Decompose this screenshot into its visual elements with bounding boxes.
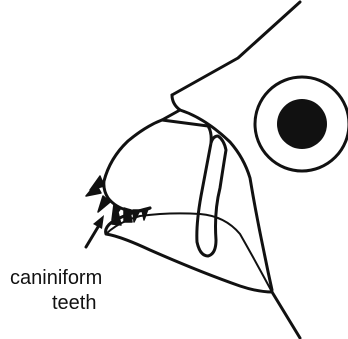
pointer-arrow xyxy=(86,215,104,247)
label-line-2: teeth xyxy=(52,292,96,314)
lower-jaw-gape xyxy=(106,213,272,292)
maxilla-bone xyxy=(197,136,226,256)
arrow-head xyxy=(93,215,104,229)
upper-jaw-outline xyxy=(104,95,180,198)
throat-outline xyxy=(272,292,300,338)
label-line-1: caniniform xyxy=(10,267,102,289)
eye-pupil xyxy=(277,99,327,149)
premaxilla-outline xyxy=(162,120,211,143)
